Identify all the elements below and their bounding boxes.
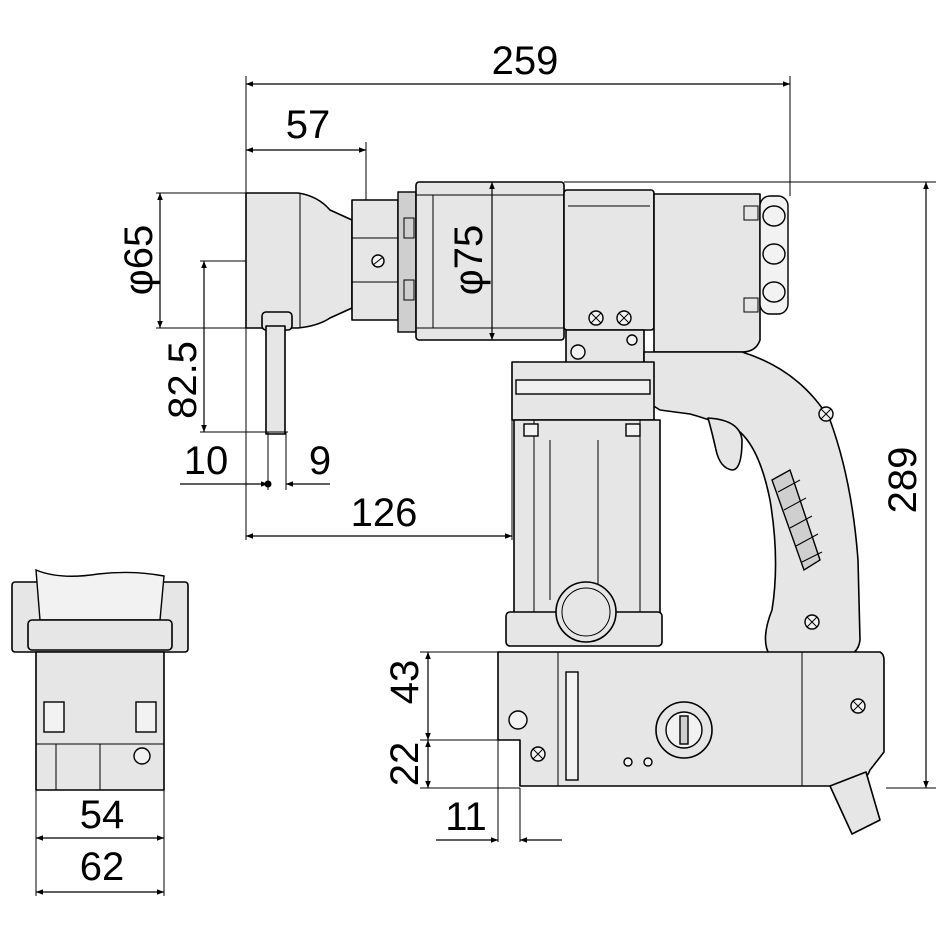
dimension-labels: 259 57 φ65 φ75 82.5 10 9 126 289 43 22 1… bbox=[80, 39, 925, 889]
housing-screw bbox=[616, 310, 632, 326]
label-base-offset: 11 bbox=[445, 795, 487, 839]
grip-ribs bbox=[771, 468, 823, 572]
base-screw bbox=[530, 746, 546, 762]
rear-knob-low bbox=[762, 281, 786, 303]
label-reaction-diameter: φ65 bbox=[117, 225, 161, 295]
base-slot bbox=[565, 671, 579, 781]
label-front-outer-width: 62 bbox=[80, 845, 125, 889]
grip-screw bbox=[804, 614, 820, 630]
housing-screw bbox=[588, 310, 604, 326]
key-switch bbox=[655, 701, 713, 759]
rear-knob-mid bbox=[762, 243, 786, 265]
column-knob bbox=[555, 581, 617, 643]
label-body-diameter: φ75 bbox=[447, 225, 491, 295]
grip-screw bbox=[818, 406, 834, 422]
label-head-length: 57 bbox=[286, 103, 331, 147]
rear-knob-top bbox=[762, 205, 786, 227]
label-base-height-lower: 22 bbox=[383, 742, 427, 787]
label-arm-offset-right: 9 bbox=[309, 439, 331, 483]
pistol-grip bbox=[643, 351, 861, 657]
tool-front-view bbox=[11, 568, 189, 791]
label-center-to-grip: 126 bbox=[351, 491, 418, 535]
motor-housing bbox=[563, 189, 655, 331]
label-base-height-upper: 43 bbox=[383, 660, 427, 705]
arm-center-dot bbox=[264, 480, 272, 488]
label-arm-length: 82.5 bbox=[161, 341, 205, 419]
trigger bbox=[707, 417, 743, 471]
extension-lines bbox=[35, 76, 936, 896]
label-overall-height: 289 bbox=[881, 447, 925, 514]
label-front-inner-width: 54 bbox=[80, 793, 125, 837]
indicator-light bbox=[623, 757, 633, 767]
dimension-lines bbox=[36, 81, 929, 895]
indicator-light bbox=[643, 757, 653, 767]
base-screw bbox=[850, 698, 866, 714]
reaction-socket bbox=[245, 192, 353, 329]
base-screw-hole bbox=[508, 710, 528, 730]
flange-ring bbox=[397, 191, 417, 333]
label-arm-offset-left: 10 bbox=[184, 439, 229, 483]
tool-side-view bbox=[245, 181, 885, 835]
reaction-arm bbox=[265, 325, 286, 435]
label-overall-length: 259 bbox=[492, 39, 559, 83]
power-cable bbox=[829, 771, 881, 835]
